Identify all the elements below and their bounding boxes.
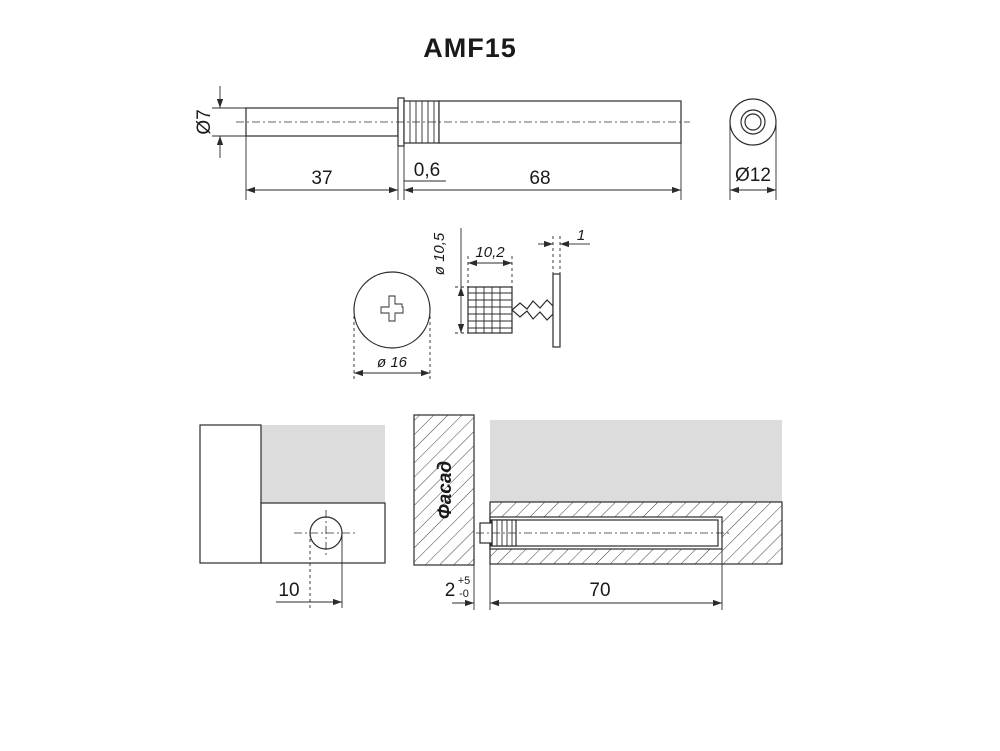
door-edge: [199, 424, 262, 564]
damper-end-view: Ø12: [729, 98, 777, 200]
dim-diameter-7-label: Ø7: [194, 109, 215, 134]
install-section-view: Фасад 2 +5 -0 70: [413, 414, 783, 610]
cap-front-view: ø 16: [353, 271, 431, 380]
dim-gap-tol-minus: -0: [459, 588, 469, 600]
dim-diameter-12-label: Ø12: [735, 165, 771, 186]
dim-diameter-10-5-label: ø 10,5: [431, 232, 448, 275]
dim-gap-0-6: 0,6: [404, 160, 446, 182]
dim-gap-2-label: 2: [445, 580, 456, 601]
dim-length-10-2-label: 10,2: [475, 244, 505, 261]
dim-diameter-7: Ø7: [194, 86, 246, 158]
facade-label: Фасад: [435, 461, 456, 520]
dim-gap-tol-plus: +5: [458, 575, 471, 587]
phillips-cross-icon: [380, 295, 404, 322]
dim-gap-0-6-label: 0,6: [414, 160, 440, 181]
install-front-view: 10: [199, 424, 386, 608]
dim-offset-10-label: 10: [278, 580, 299, 601]
facade-panel: [413, 414, 475, 566]
dim-length-37-label: 37: [311, 168, 332, 189]
dim-length-1-label: 1: [577, 227, 585, 244]
dim-depth-70-label: 70: [589, 580, 610, 601]
drawing-title: AMF15: [423, 33, 517, 63]
sleeve-side-view: ø 10,5 10,2 1: [431, 227, 590, 348]
dim-diameter-16-label: ø 16: [377, 354, 408, 371]
dim-length-68-label: 68: [529, 168, 550, 189]
damper-side-view: [236, 97, 690, 147]
dim-length-37: 37: [246, 168, 398, 194]
screw: [511, 299, 554, 321]
screw-head: [552, 273, 561, 348]
dim-length-68: 68: [404, 168, 681, 194]
